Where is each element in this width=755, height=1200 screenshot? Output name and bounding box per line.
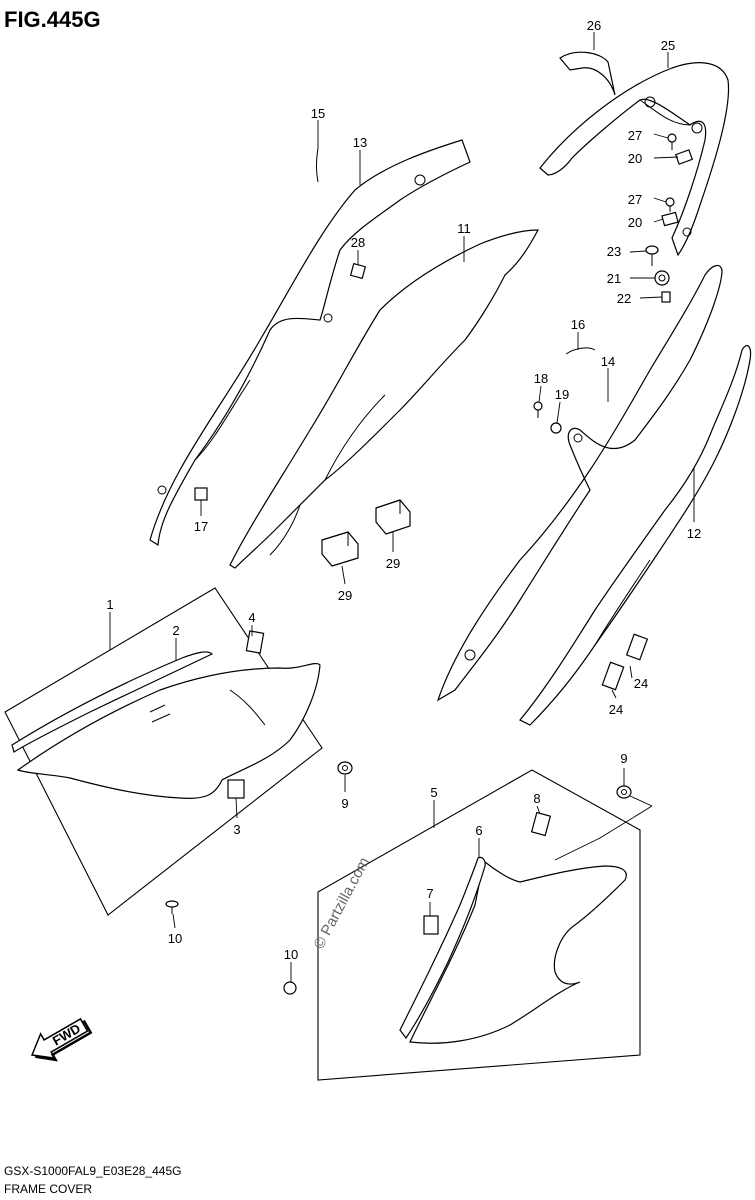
part-25-boss	[682, 227, 692, 237]
callout-25: 25	[661, 38, 675, 53]
part-25-boss	[644, 96, 656, 108]
callout-29: 29	[338, 588, 352, 603]
callout-24: 24	[609, 702, 623, 717]
callout-10: 10	[284, 947, 298, 962]
part-2-trim-strip[interactable]	[11, 651, 214, 753]
part-14-boss	[464, 649, 476, 661]
part-17-nut[interactable]	[194, 487, 208, 501]
callout-4: 4	[248, 610, 255, 625]
callout-14: 14	[601, 354, 615, 369]
part-8-tape[interactable]	[530, 811, 552, 837]
fwd-arrow-icon: FWD	[30, 1017, 93, 1062]
part-25-tail-cover[interactable]	[539, 62, 730, 257]
part-12-inner-right-cover[interactable]	[519, 345, 752, 726]
part-18-bolt[interactable]	[533, 401, 543, 418]
part-4-tape[interactable]	[245, 630, 265, 654]
part-10-clip[interactable]	[165, 900, 179, 914]
part-21-grommet[interactable]	[654, 270, 670, 286]
callout-23: 23	[607, 244, 621, 259]
part-16-clip[interactable]	[565, 347, 596, 355]
part-9-grommet[interactable]	[616, 785, 632, 799]
part-3-tape[interactable]	[227, 779, 245, 799]
callout-27: 27	[628, 192, 642, 207]
part-1-assembly-box	[4, 587, 323, 916]
part-25-edge	[639, 99, 691, 126]
figure-caption: FRAME COVER	[4, 1182, 92, 1196]
part-19-grommet[interactable]	[550, 422, 562, 434]
part-13-left-side-cover[interactable]	[149, 139, 471, 547]
part-20-nut[interactable]	[674, 149, 694, 165]
callout-19: 19	[555, 387, 569, 402]
callout-6: 6	[475, 823, 482, 838]
part-11-rib	[269, 504, 301, 556]
callout-labels: 26 25 15 13 27 20 27 20 28 11 23 21 22 1…	[106, 18, 701, 962]
part-27-screw[interactable]	[667, 133, 677, 150]
model-code: GSX-S1000FAL9_E03E28_445G	[4, 1164, 181, 1178]
part-29-cushion[interactable]	[375, 499, 411, 535]
callout-3: 3	[233, 822, 240, 837]
part-29-cushion[interactable]	[321, 531, 359, 567]
part-14-right-side-cover[interactable]	[436, 264, 723, 702]
part-10-clip[interactable]	[283, 981, 297, 995]
part-13-boss	[323, 313, 333, 323]
callout-2: 2	[172, 623, 179, 638]
part-25-boss	[691, 122, 703, 134]
callout-18: 18	[534, 371, 548, 386]
callout-20: 20	[628, 151, 642, 166]
callout-15: 15	[311, 106, 325, 121]
callout-20: 20	[628, 215, 642, 230]
callout-7: 7	[426, 886, 433, 901]
callout-11: 11	[457, 221, 471, 236]
part-26-clip[interactable]	[559, 51, 616, 96]
part-1-rib	[229, 689, 266, 726]
callout-22: 22	[617, 291, 631, 306]
part-1-frame-cover-left[interactable]	[16, 663, 321, 800]
part-11-inner-cover[interactable]	[229, 229, 540, 569]
part-9-grommet[interactable]	[337, 761, 353, 775]
leader-lines	[109, 32, 695, 982]
callout-1: 1	[106, 597, 113, 612]
callout-29: 29	[386, 556, 400, 571]
part-13-rib	[194, 379, 251, 461]
callout-8: 8	[533, 791, 540, 806]
callout-13: 13	[353, 135, 367, 150]
part-7-tape[interactable]	[423, 915, 439, 935]
part-1-grille	[149, 704, 171, 723]
part-11-rib	[324, 394, 386, 481]
callout-9: 9	[620, 751, 627, 766]
callout-12: 12	[687, 526, 701, 541]
part-5-assembly-box	[317, 769, 641, 1081]
callout-16: 16	[571, 317, 585, 332]
watermark: © Partzilla.com	[311, 855, 373, 952]
callout-26: 26	[587, 18, 601, 33]
part-28-nut[interactable]	[349, 262, 367, 280]
part-24-tape[interactable]	[625, 633, 649, 661]
callout-17: 17	[194, 519, 208, 534]
part-13-boss	[414, 174, 426, 186]
callout-9: 9	[341, 796, 348, 811]
part-12-rib	[594, 559, 651, 646]
part-27-screw[interactable]	[665, 197, 675, 212]
callout-5: 5	[430, 785, 437, 800]
part-6-trim-strip[interactable]	[399, 856, 486, 1040]
part-24-tape[interactable]	[601, 661, 625, 691]
callout-28: 28	[351, 235, 365, 250]
part-20-nut[interactable]	[661, 211, 679, 227]
part-22-collar[interactable]	[661, 291, 671, 303]
callout-21: 21	[607, 271, 621, 286]
part-14-boss	[573, 433, 583, 443]
callout-10: 10	[168, 931, 182, 946]
figure-title: FIG.445G	[4, 7, 101, 32]
callout-24: 24	[634, 676, 648, 691]
part-23-bolt[interactable]	[645, 245, 659, 266]
part-15-strip[interactable]	[316, 147, 319, 183]
part-13-boss	[157, 485, 167, 495]
callout-27: 27	[628, 128, 642, 143]
